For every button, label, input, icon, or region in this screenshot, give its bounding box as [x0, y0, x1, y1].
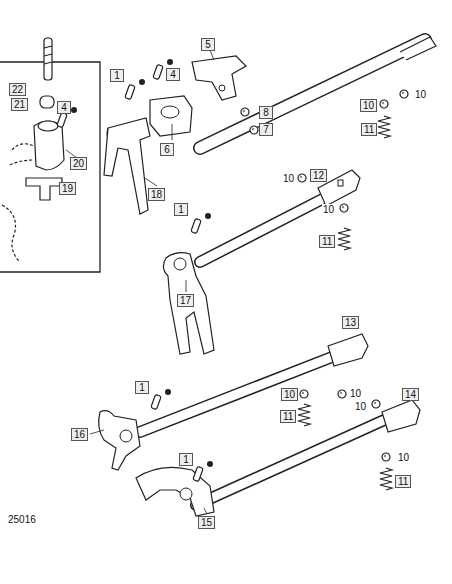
callout-number: 1: [110, 69, 124, 82]
shift-rail: [196, 400, 420, 505]
callout-number: 11: [395, 475, 411, 488]
shift-fork: [136, 467, 214, 516]
callout-number: 10: [281, 388, 298, 401]
callout-number: 10: [282, 173, 295, 184]
callout-number: 10: [397, 452, 410, 463]
callout-number: 5: [201, 38, 215, 51]
callout-number: 19: [59, 182, 76, 195]
callout-number: 17: [177, 294, 194, 307]
callout-number: 1: [174, 203, 188, 216]
inset-frame: [0, 62, 100, 272]
figure-number: 25016: [7, 514, 37, 525]
callout-number: 20: [70, 157, 87, 170]
callout-number: 11: [280, 410, 296, 423]
shift-fork: [163, 253, 214, 354]
callout-number: 12: [310, 169, 327, 182]
callout-number: 1: [179, 453, 193, 466]
callout-number: 13: [342, 316, 359, 329]
callout-number: 14: [402, 388, 419, 401]
callout-number: 10: [349, 388, 362, 399]
callout-number: 21: [11, 98, 28, 111]
callout-number: 10: [354, 401, 367, 412]
callout-number: 11: [361, 123, 377, 136]
leader-lines: [66, 50, 214, 514]
shift-block: [150, 96, 192, 136]
callout-number: 6: [160, 143, 174, 156]
callout-number: 1: [135, 381, 149, 394]
shift-rail: [140, 334, 368, 432]
callout-number: 15: [198, 516, 215, 529]
callout-number: 16: [71, 428, 88, 441]
shift-rail: [200, 170, 360, 262]
callout-number: 7: [259, 123, 273, 136]
callout-number: 11: [319, 235, 335, 248]
callout-number: 10: [414, 89, 427, 100]
callout-number: 10: [322, 204, 335, 215]
callout-number: 18: [148, 188, 165, 201]
shift-fork: [99, 411, 140, 470]
callout-number: 4: [166, 68, 180, 81]
callout-number: 22: [9, 83, 26, 96]
callout-number: 8: [259, 106, 273, 119]
shift-lever: [192, 56, 246, 100]
inset-parts: [2, 38, 64, 262]
callout-number: 10: [360, 99, 377, 112]
callout-number: 4: [57, 101, 71, 114]
